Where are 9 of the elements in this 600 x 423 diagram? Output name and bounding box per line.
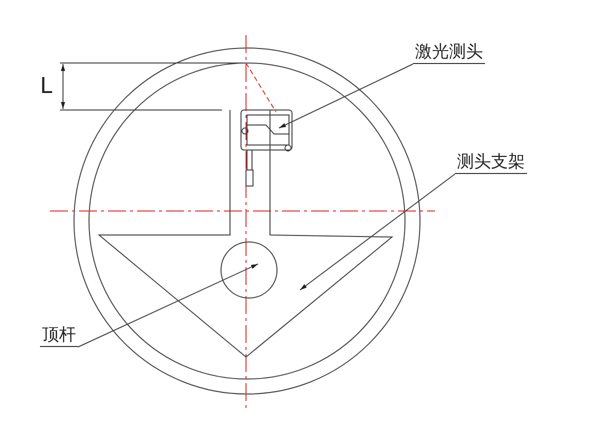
part-label: 激光测头 bbox=[413, 42, 485, 64]
bracket-drawing bbox=[98, 110, 394, 358]
leader-line bbox=[300, 174, 456, 290]
part-label: 顶杆 bbox=[40, 325, 78, 347]
dimension-label: L bbox=[40, 74, 52, 99]
leader-line bbox=[278, 64, 414, 128]
leader-line bbox=[78, 264, 258, 348]
laser-head-drawing bbox=[240, 110, 292, 186]
part-label: 测头支架 bbox=[455, 152, 527, 174]
